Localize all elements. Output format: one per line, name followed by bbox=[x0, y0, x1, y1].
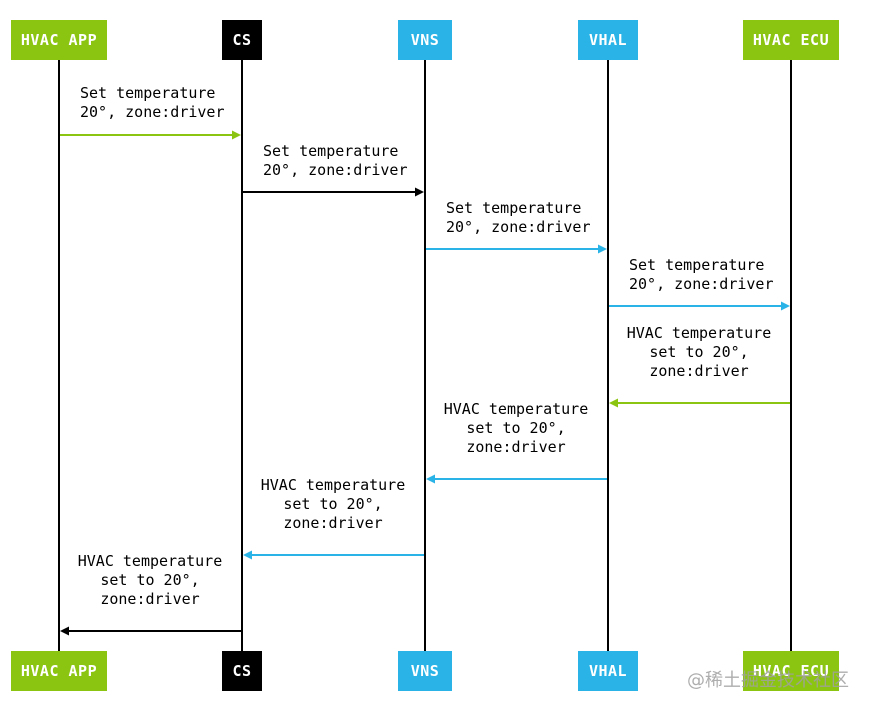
lifeline-hvac-app bbox=[58, 58, 60, 652]
actor-vns-bottom: VNS bbox=[398, 651, 452, 691]
actor-vns-top: VNS bbox=[398, 20, 452, 60]
actor-cs-top: CS bbox=[222, 20, 262, 60]
message-label-line: 20°, zone:driver bbox=[263, 161, 408, 179]
actor-hvac-app-bottom: HVAC APP bbox=[11, 651, 107, 691]
arrowhead-8 bbox=[60, 626, 69, 636]
arrowhead-5 bbox=[609, 398, 618, 408]
watermark: @稀土掘金技术社区 bbox=[687, 670, 849, 691]
message-arrow-2 bbox=[243, 187, 424, 197]
message-arrow-8 bbox=[60, 626, 241, 636]
actor-hvac-app-top: HVAC APP bbox=[11, 20, 107, 60]
message-label-line: HVAC temperature bbox=[626, 324, 772, 342]
message-label-line: set to 20°, bbox=[283, 495, 383, 513]
message-label-line: Set temperature bbox=[629, 256, 765, 274]
arrowhead-6 bbox=[426, 474, 435, 484]
message-label-line: zone:driver bbox=[283, 514, 383, 532]
lifeline-cs bbox=[241, 58, 243, 652]
message-label-line: set to 20°, bbox=[100, 571, 200, 589]
message-label-line: HVAC temperature bbox=[77, 552, 223, 570]
message-label-line: zone:driver bbox=[466, 438, 566, 456]
message-label-line: 20°, zone:driver bbox=[629, 275, 774, 293]
message-arrow-1 bbox=[60, 130, 241, 140]
message-label-line: zone:driver bbox=[100, 590, 200, 608]
arrowhead-4 bbox=[781, 301, 790, 311]
actor-vhal-bottom: VHAL bbox=[578, 651, 638, 691]
message-label-line: HVAC temperature bbox=[260, 476, 406, 494]
lifeline-vns bbox=[424, 58, 426, 652]
message-label-line: Set temperature bbox=[446, 199, 582, 217]
message-label-line: 20°, zone:driver bbox=[80, 103, 225, 121]
message-label-line: HVAC temperature bbox=[443, 400, 589, 418]
message-arrow-4 bbox=[609, 301, 790, 311]
lifeline-hvac-ecu bbox=[790, 58, 792, 652]
arrowhead-3 bbox=[598, 244, 607, 254]
message-label-line: set to 20°, bbox=[649, 343, 749, 361]
arrowhead-2 bbox=[415, 187, 424, 197]
message-label-line: 20°, zone:driver bbox=[446, 218, 591, 236]
message-label-line: Set temperature bbox=[263, 142, 399, 160]
message-arrow-6 bbox=[426, 474, 607, 484]
arrowhead-7 bbox=[243, 550, 252, 560]
actor-hvac-ecu-top: HVAC ECU bbox=[743, 20, 839, 60]
message-arrow-5 bbox=[609, 398, 790, 408]
message-arrow-7 bbox=[243, 550, 424, 560]
actor-cs-bottom: CS bbox=[222, 651, 262, 691]
actor-vhal-top: VHAL bbox=[578, 20, 638, 60]
lifeline-vhal bbox=[607, 58, 609, 652]
actor-hvac-ecu-bottom: HVAC ECU bbox=[743, 651, 839, 691]
message-label-line: set to 20°, bbox=[466, 419, 566, 437]
arrowhead-1 bbox=[232, 130, 241, 140]
message-label-line: zone:driver bbox=[649, 362, 749, 380]
message-label-line: Set temperature bbox=[80, 84, 216, 102]
message-arrow-3 bbox=[426, 244, 607, 254]
